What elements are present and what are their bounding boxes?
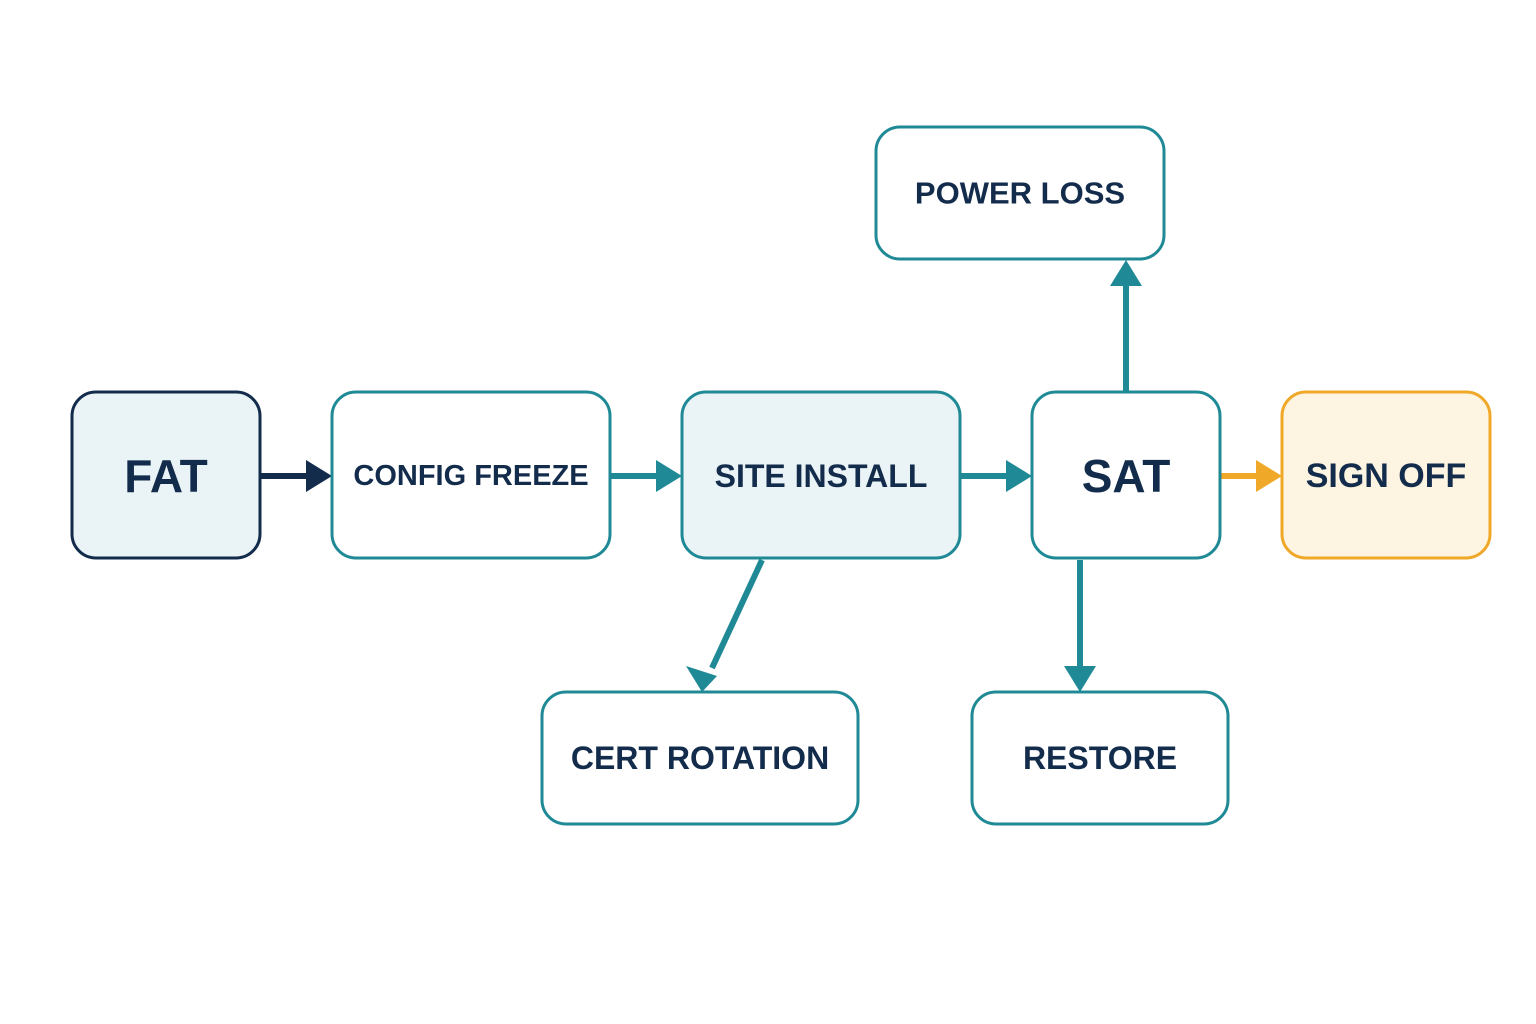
node-power-loss: POWER LOSS [874,125,1166,261]
node-fat-label: FAT [124,450,207,502]
nodes-group: FAT CONFIG FREEZE SITE INSTALL SAT SIGN … [70,125,1492,826]
node-fat: FAT [70,390,262,560]
node-sat-label: SAT [1082,450,1171,502]
edge-site-install-to-cert-rotation [686,558,765,692]
edge-fat-to-config-freeze [260,460,332,492]
edge-sat-to-power-loss [1110,260,1142,392]
edge-site-install-to-sat [960,460,1032,492]
node-sign-off: SIGN OFF [1280,390,1492,560]
node-config-freeze: CONFIG FREEZE [330,390,612,560]
node-config-freeze-label: CONFIG FREEZE [353,460,588,492]
edges-group [260,260,1282,692]
node-cert-rotation-label: CERT ROTATION [571,740,829,776]
node-site-install: SITE INSTALL [680,390,962,560]
edge-sat-to-sign-off [1220,460,1282,492]
node-sat: SAT [1030,390,1222,560]
node-power-loss-label: POWER LOSS [915,176,1125,211]
edge-config-freeze-to-site-install [610,460,682,492]
edge-sat-to-restore [1064,560,1096,692]
node-sign-off-label: SIGN OFF [1306,457,1467,495]
node-cert-rotation: CERT ROTATION [540,690,860,826]
node-site-install-label: SITE INSTALL [715,458,928,494]
node-restore-label: RESTORE [1023,740,1177,776]
node-restore: RESTORE [970,690,1230,826]
